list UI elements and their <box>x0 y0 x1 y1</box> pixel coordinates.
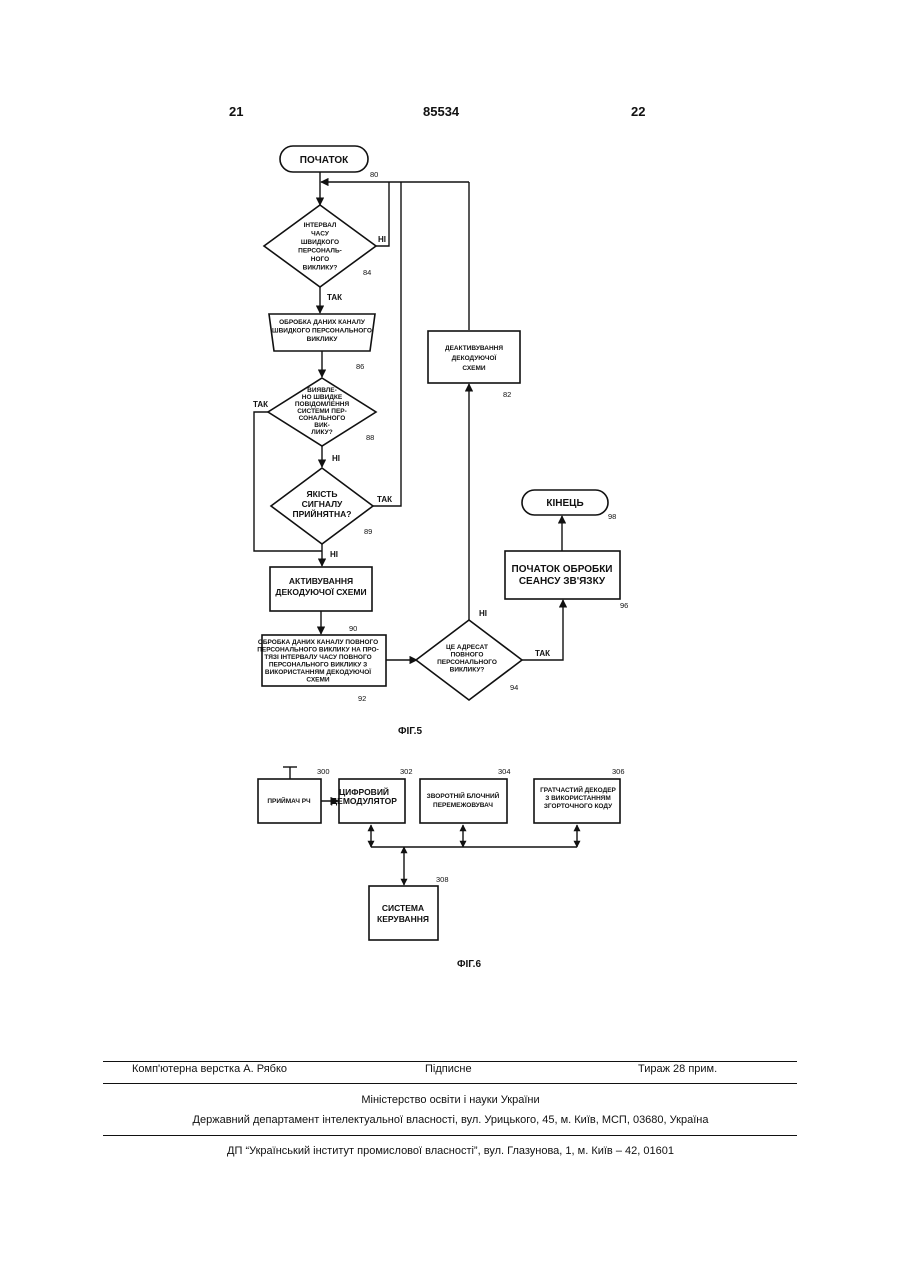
ref-302: 302 <box>400 767 413 776</box>
footer-rule-3 <box>103 1135 797 1136</box>
fig6-caption: ФІГ.6 <box>457 959 482 970</box>
label-line: ВИКЛИКУ? <box>303 265 338 272</box>
ref-90: 90 <box>349 624 357 633</box>
label-line: ШВИДКОГО ПЕРСОНАЛЬНОГО <box>272 328 372 335</box>
footer-department: Державний департамент інтелектуальної вл… <box>0 1114 901 1126</box>
label-line: ПЕРСОНАЛЬНОГО ВИКЛИКУ З <box>269 662 367 669</box>
label-line: ВИКЛИКУ <box>307 336 339 343</box>
footer-print-run: Тираж 28 прим. <box>638 1063 717 1075</box>
d84-no-label: НІ <box>378 235 386 244</box>
label-line: КЕРУВАННЯ <box>377 914 429 924</box>
ref-89: 89 <box>364 527 372 536</box>
label-line: ПОЧАТОК ОБРОБКИ <box>512 564 613 575</box>
d94-no-label: НІ <box>479 609 487 618</box>
label-line: ЗГОРТОЧНОГО КОДУ <box>544 803 613 810</box>
label-line: СХЕМИ <box>306 677 330 684</box>
label-line: ПРИЙНЯТНА? <box>293 508 352 519</box>
label-line: ДЕКОДУЮЧОЇ <box>452 354 497 362</box>
box-302-text: ЦИФРОВИЙДЕМОДУЛЯТОР <box>331 786 397 806</box>
label-line: ОБРОБКА ДАНИХ КАНАЛУ <box>279 319 366 326</box>
label-line: СХЕМИ <box>462 365 486 372</box>
label-line: СИСТЕМА <box>382 903 424 913</box>
ref-300: 300 <box>317 767 330 776</box>
box-96 <box>505 551 620 599</box>
label-line: АКТИВУВАННЯ <box>289 576 353 586</box>
d94-yes-label: ТАК <box>535 649 550 658</box>
label-line: ДЕМОДУЛЯТОР <box>331 796 397 806</box>
d89-no-label: НІ <box>330 550 338 559</box>
box-308-text: СИСТЕМАКЕРУВАННЯ <box>377 903 429 924</box>
label-line: ПРИЙМАЧ РЧ <box>267 796 311 805</box>
ref-308: 308 <box>436 875 449 884</box>
label-line: ПЕРСОНАЛЬНОГО <box>437 659 497 666</box>
label-line: ЯКІСТЬ <box>307 489 338 499</box>
label-line: НОГО <box>311 256 329 263</box>
d89-yes-label: ТАК <box>377 495 392 504</box>
label-line: ШВИДКОГО <box>301 239 339 246</box>
ref-84: 84 <box>363 268 371 277</box>
fig6-block-diagram: ПРИЙМАЧ РЧ 300 ЦИФРОВИЙДЕМОДУЛЯТОР 302 З… <box>258 767 625 970</box>
ref-92: 92 <box>358 694 366 703</box>
label-line: СОНАЛЬНОГО <box>299 415 346 422</box>
ref-304: 304 <box>498 767 511 776</box>
label-line: ПЕРЕМЕЖОВУВАЧ <box>433 802 493 809</box>
footer-institute: ДП “Український інститут промислової вла… <box>0 1145 901 1157</box>
box-308 <box>369 886 438 940</box>
label-line: ПЕРСОНАЛЬ- <box>298 248 342 255</box>
fig5-flowchart: ПОЧАТОК 80 ІНТЕРВАЛ ЧАСУШВИДКОГО ПЕРСОНАЛЬ… <box>253 146 628 737</box>
label-line: ДЕКОДУЮЧОЇ СХЕМИ <box>275 587 366 597</box>
ref-98: 98 <box>608 512 616 521</box>
label-line: ЗВОРОТНІЙ БЛОЧНИЙ <box>427 791 500 800</box>
start-label: ПОЧАТОК <box>300 155 349 166</box>
label-line: ЦЕ АДРЕСАТ <box>446 644 488 651</box>
end-label: КІНЕЦЬ <box>546 498 583 509</box>
ref-82: 82 <box>503 390 511 399</box>
label-line: ВИК- <box>314 422 330 429</box>
label-line: ЛИКУ? <box>311 429 332 436</box>
ref-80: 80 <box>370 170 378 179</box>
box-96-text: ПОЧАТОК ОБРОБКИСЕАНСУ ЗВ'ЯЗКУ <box>512 564 613 587</box>
label-line: ПОВІДОМЛЕННЯ <box>295 401 350 408</box>
footer-layout-credit: Комп'ютерна верстка А. Рябко <box>132 1063 287 1075</box>
ref-96: 96 <box>620 601 628 610</box>
ref-88: 88 <box>366 433 374 442</box>
label-line: ІНТЕРВАЛ <box>304 222 337 229</box>
label-line: СЕАНСУ ЗВ'ЯЗКУ <box>519 576 606 587</box>
label-line: СИГНАЛУ <box>302 499 343 509</box>
label-line: ЧАСУ <box>311 231 330 238</box>
footer-rule-2 <box>103 1083 797 1084</box>
label-line: З ВИКОРИСТАННЯМ <box>545 795 611 802</box>
label-line: ПОВНОГО <box>451 652 484 659</box>
fig5-caption: ФІГ.5 <box>398 726 423 737</box>
label-line: НО ШВИДКЕ <box>302 394 343 401</box>
label-line: ОБРОБКА ДАНИХ КАНАЛУ ПОВНОГО <box>258 639 378 646</box>
ref-86: 86 <box>356 362 364 371</box>
label-line: ТЯЗІ ІНТЕРВАЛУ ЧАСУ ПОВНОГО <box>264 654 371 661</box>
box-304 <box>420 779 507 823</box>
ref-306: 306 <box>612 767 625 776</box>
footer-rule-1 <box>103 1061 797 1062</box>
box-90-text: АКТИВУВАННЯДЕКОДУЮЧОЇ СХЕМИ <box>275 576 366 597</box>
label-line: ГРАТЧАСТИЙ ДЕКОДЕР <box>540 785 616 794</box>
ref-94: 94 <box>510 683 518 692</box>
d88-yes-label: ТАК <box>253 400 268 409</box>
footer-ministry: Міністерство освіти і науки України <box>0 1094 901 1106</box>
d84-yes-label: ТАК <box>327 293 342 302</box>
label-line: ВИЯВЛЕ- <box>307 387 337 394</box>
decision-84 <box>264 205 376 287</box>
label-line: ДЕАКТИВУВАННЯ <box>445 345 503 352</box>
label-line: ВИКЛИКУ? <box>450 667 485 674</box>
d88-no-label: НІ <box>332 454 340 463</box>
label-line: ПЕРСОНАЛЬНОГО ВИКЛИКУ НА ПРО- <box>257 647 379 654</box>
label-line: СИСТЕМИ ПЕР- <box>297 408 347 415</box>
box-306-text: ГРАТЧАСТИЙ ДЕКОДЕРЗ ВИКОРИСТАННЯМЗГОРТОЧ… <box>540 785 616 810</box>
footer-signed: Підписне <box>425 1063 472 1075</box>
label-line: ВИКОРИСТАННЯМ ДЕКОДУЮЧОЇ <box>265 668 371 676</box>
box-300-text: ПРИЙМАЧ РЧ <box>267 796 311 805</box>
